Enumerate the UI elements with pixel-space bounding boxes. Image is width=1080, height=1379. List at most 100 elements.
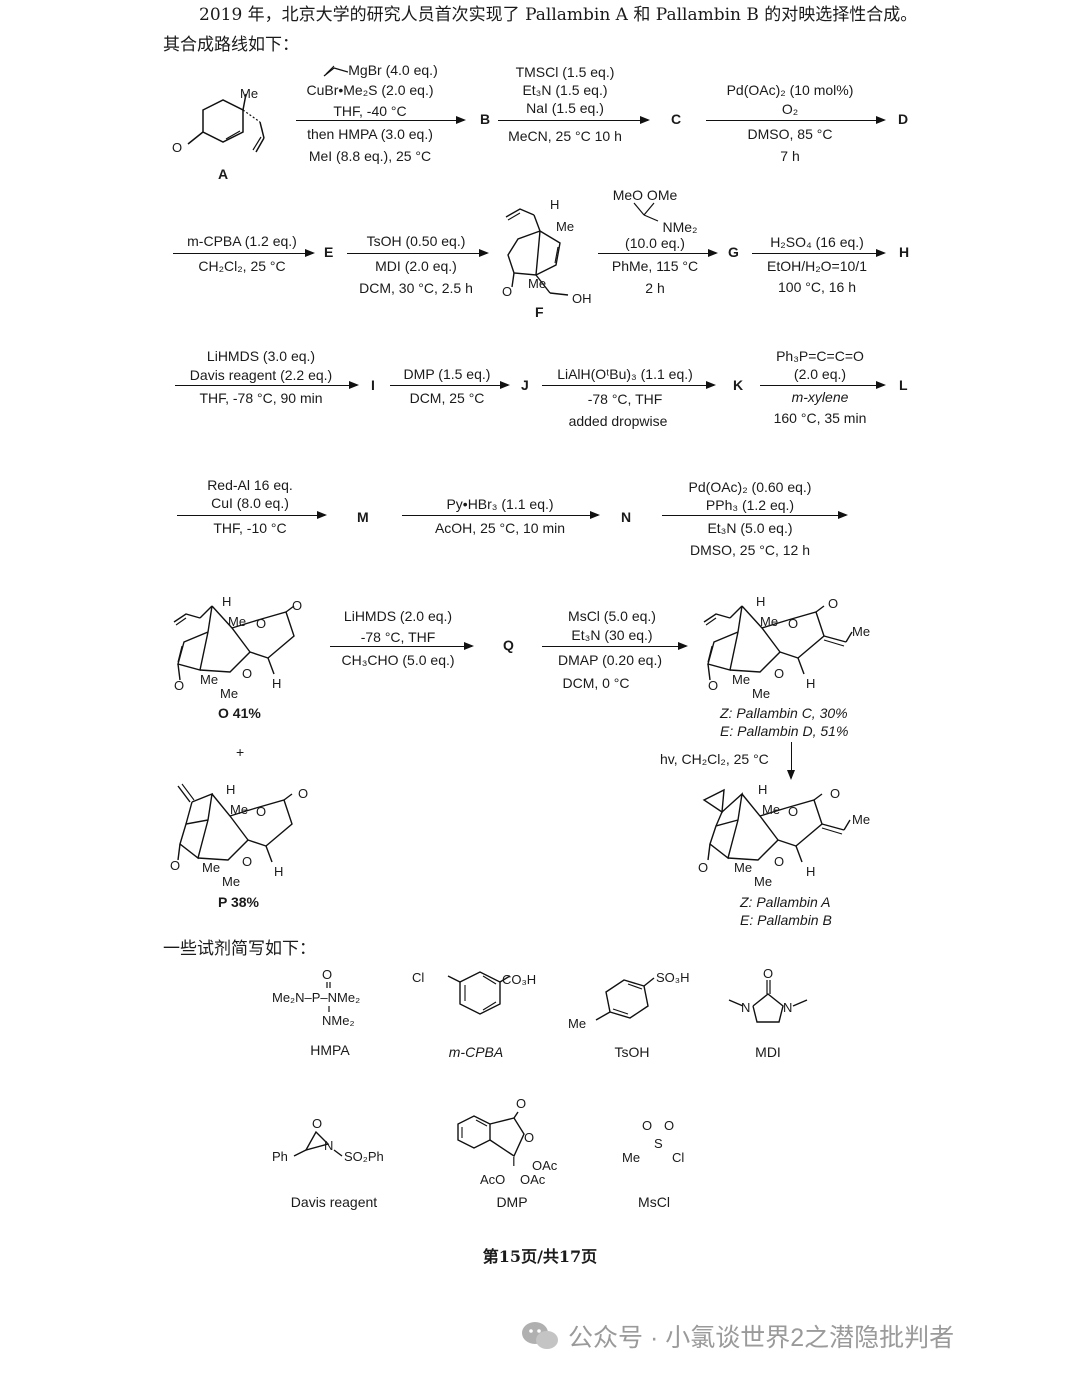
n-label: N xyxy=(741,1000,750,1015)
o-label: O xyxy=(708,678,718,693)
me-label: Me xyxy=(752,686,770,701)
step7-arrow xyxy=(752,248,886,257)
n-label: N xyxy=(783,1000,792,1015)
structure-P-drawing: H Me O O O Me O H Me xyxy=(170,782,308,889)
step16-line3: DMAP (0.20 eq.) xyxy=(557,652,662,668)
co3h-label: CO₃H xyxy=(502,972,536,987)
structure-F-drawing: H Me O Me OH xyxy=(502,197,592,306)
label-Q: Q xyxy=(503,637,514,653)
step17-label: hv, CH₂Cl₂, 25 °C xyxy=(660,751,769,767)
label-J: J xyxy=(521,377,529,393)
step6-line1: MeO OMe xyxy=(612,187,678,203)
so3h-label: SO₃H xyxy=(656,970,689,985)
o-label: O xyxy=(788,616,798,631)
me-label: Me xyxy=(202,860,220,875)
step4-line1: m-CPBA (1.2 eq.) xyxy=(187,233,297,249)
h-label: H xyxy=(226,782,235,797)
step3-line1: Pd(OAc)₂ (10 mol%) xyxy=(726,82,854,98)
me-label: Me xyxy=(754,874,772,889)
me-label: Me xyxy=(556,219,574,234)
h-label: H xyxy=(550,197,559,212)
o-label: O xyxy=(172,140,182,155)
h-label: H xyxy=(758,782,767,797)
step1-line3: THF, -40 °C xyxy=(333,103,407,119)
step6-line2: NMe₂ xyxy=(662,219,698,235)
step8-arrow xyxy=(175,380,359,389)
o-label: O xyxy=(664,1118,674,1133)
step15-line2: -78 °C, THF xyxy=(360,629,436,645)
o-label: O xyxy=(698,860,708,875)
h-label: H xyxy=(806,676,815,691)
step3-line4: 7 h xyxy=(780,148,800,164)
label-F: F xyxy=(535,304,544,320)
step2-arrow xyxy=(498,115,650,124)
label-E: E xyxy=(324,244,334,260)
label-L: L xyxy=(899,377,908,393)
step10-arrow xyxy=(542,380,716,389)
wechat-icon xyxy=(520,1320,560,1359)
intro-paragraph: 2019 年，北京大学的研究人员首次实现了 Pallambin A 和 Pall… xyxy=(163,5,918,55)
o-label: O xyxy=(502,284,512,299)
me-label: Me xyxy=(220,686,238,701)
reagent-TsOH-drawing: SO₃H Me xyxy=(568,970,689,1031)
reagent-Davis-name: Davis reagent xyxy=(290,1194,378,1210)
label-A: A xyxy=(218,166,229,182)
step6-arrow xyxy=(598,248,718,257)
structure-pallambin-AB-drawing: H Me O O Me O Me O H Me xyxy=(698,782,870,889)
label-N: N xyxy=(621,509,632,525)
reagent-DMP: O O I OAc AcO OAc xyxy=(450,1094,580,1199)
reagent-MsCl-drawing: O O S Me Cl xyxy=(622,1118,684,1165)
step3-line2: O₂ xyxy=(781,101,799,117)
me-label: Me xyxy=(852,624,870,639)
oac-label: OAc xyxy=(520,1172,546,1187)
me-label: Me xyxy=(734,860,752,875)
s-label: S xyxy=(654,1136,663,1151)
o-label: O xyxy=(174,678,184,693)
me-label: Me xyxy=(230,802,248,817)
step13-arrow xyxy=(402,510,600,519)
step12-arrow xyxy=(177,510,327,519)
reagent-Davis-drawing: Ph O N SO₂Ph xyxy=(272,1116,384,1164)
reagent-MDI-name: MDI xyxy=(755,1044,781,1060)
me-label: Me xyxy=(528,276,546,291)
reagent-MsCl-name: MsCl xyxy=(638,1194,670,1210)
step6-line5: 2 h xyxy=(645,280,665,296)
label-K: K xyxy=(733,377,744,393)
step13-line2: AcOH, 25 °C, 10 min xyxy=(434,520,566,536)
step10-line1: LiAlH(OᵗBu)₃ (1.1 eq.) xyxy=(557,366,693,382)
step8-line2: Davis reagent (2.2 eq.) xyxy=(189,367,333,383)
structure-pallambin-CD-drawing: H Me O O Me O Me O H Me xyxy=(703,594,870,701)
step7-line2: EtOH/H₂O=10/1 xyxy=(767,258,867,274)
step3-arrow xyxy=(706,115,886,124)
o-label: O xyxy=(312,1116,322,1131)
me-label: Me xyxy=(568,1016,586,1031)
structure-A: Me O xyxy=(168,80,278,185)
o-label: O xyxy=(298,786,308,801)
step16-arrow xyxy=(542,641,688,650)
step11-line4: 160 °C, 35 min xyxy=(773,410,867,426)
step11-line2: (2.0 eq.) xyxy=(793,366,847,382)
me-label: Me xyxy=(200,672,218,687)
nme2-label: NMe₂ xyxy=(322,1013,355,1028)
step11-arrow xyxy=(760,380,886,389)
step14-line1: Pd(OAc)₂ (0.60 eq.) xyxy=(688,479,812,495)
reagent-TsOH-name: TsOH xyxy=(614,1044,650,1060)
o-label: O xyxy=(292,598,302,613)
page-footer: 第15页/共17页 xyxy=(482,1247,598,1266)
reagent-HMPA: O Me₂N–P–NMe₂ NMe₂ xyxy=(270,965,400,1040)
step16-line2: Et₃N (30 eq.) xyxy=(571,627,653,643)
structure-O: H Me O O O Me O H Me xyxy=(170,592,320,707)
step1-line1: MgBr (4.0 eq.) xyxy=(300,60,460,80)
step14-line3: Et₃N (5.0 eq.) xyxy=(707,520,793,536)
step4-arrow xyxy=(173,248,315,257)
o-label: O xyxy=(828,596,838,611)
step5-line1: TsOH (0.50 eq.) xyxy=(366,233,466,249)
label-M: M xyxy=(357,509,369,525)
step11-line1: Ph₃P=C=C=O xyxy=(776,348,864,364)
o-label: O xyxy=(242,854,252,869)
step14-line4: DMSO, 25 °C, 12 h xyxy=(690,542,810,558)
label-P: P 38% xyxy=(218,894,259,910)
o-label: O xyxy=(774,666,784,681)
me-label: Me xyxy=(240,86,258,101)
o-label: O xyxy=(242,666,252,681)
